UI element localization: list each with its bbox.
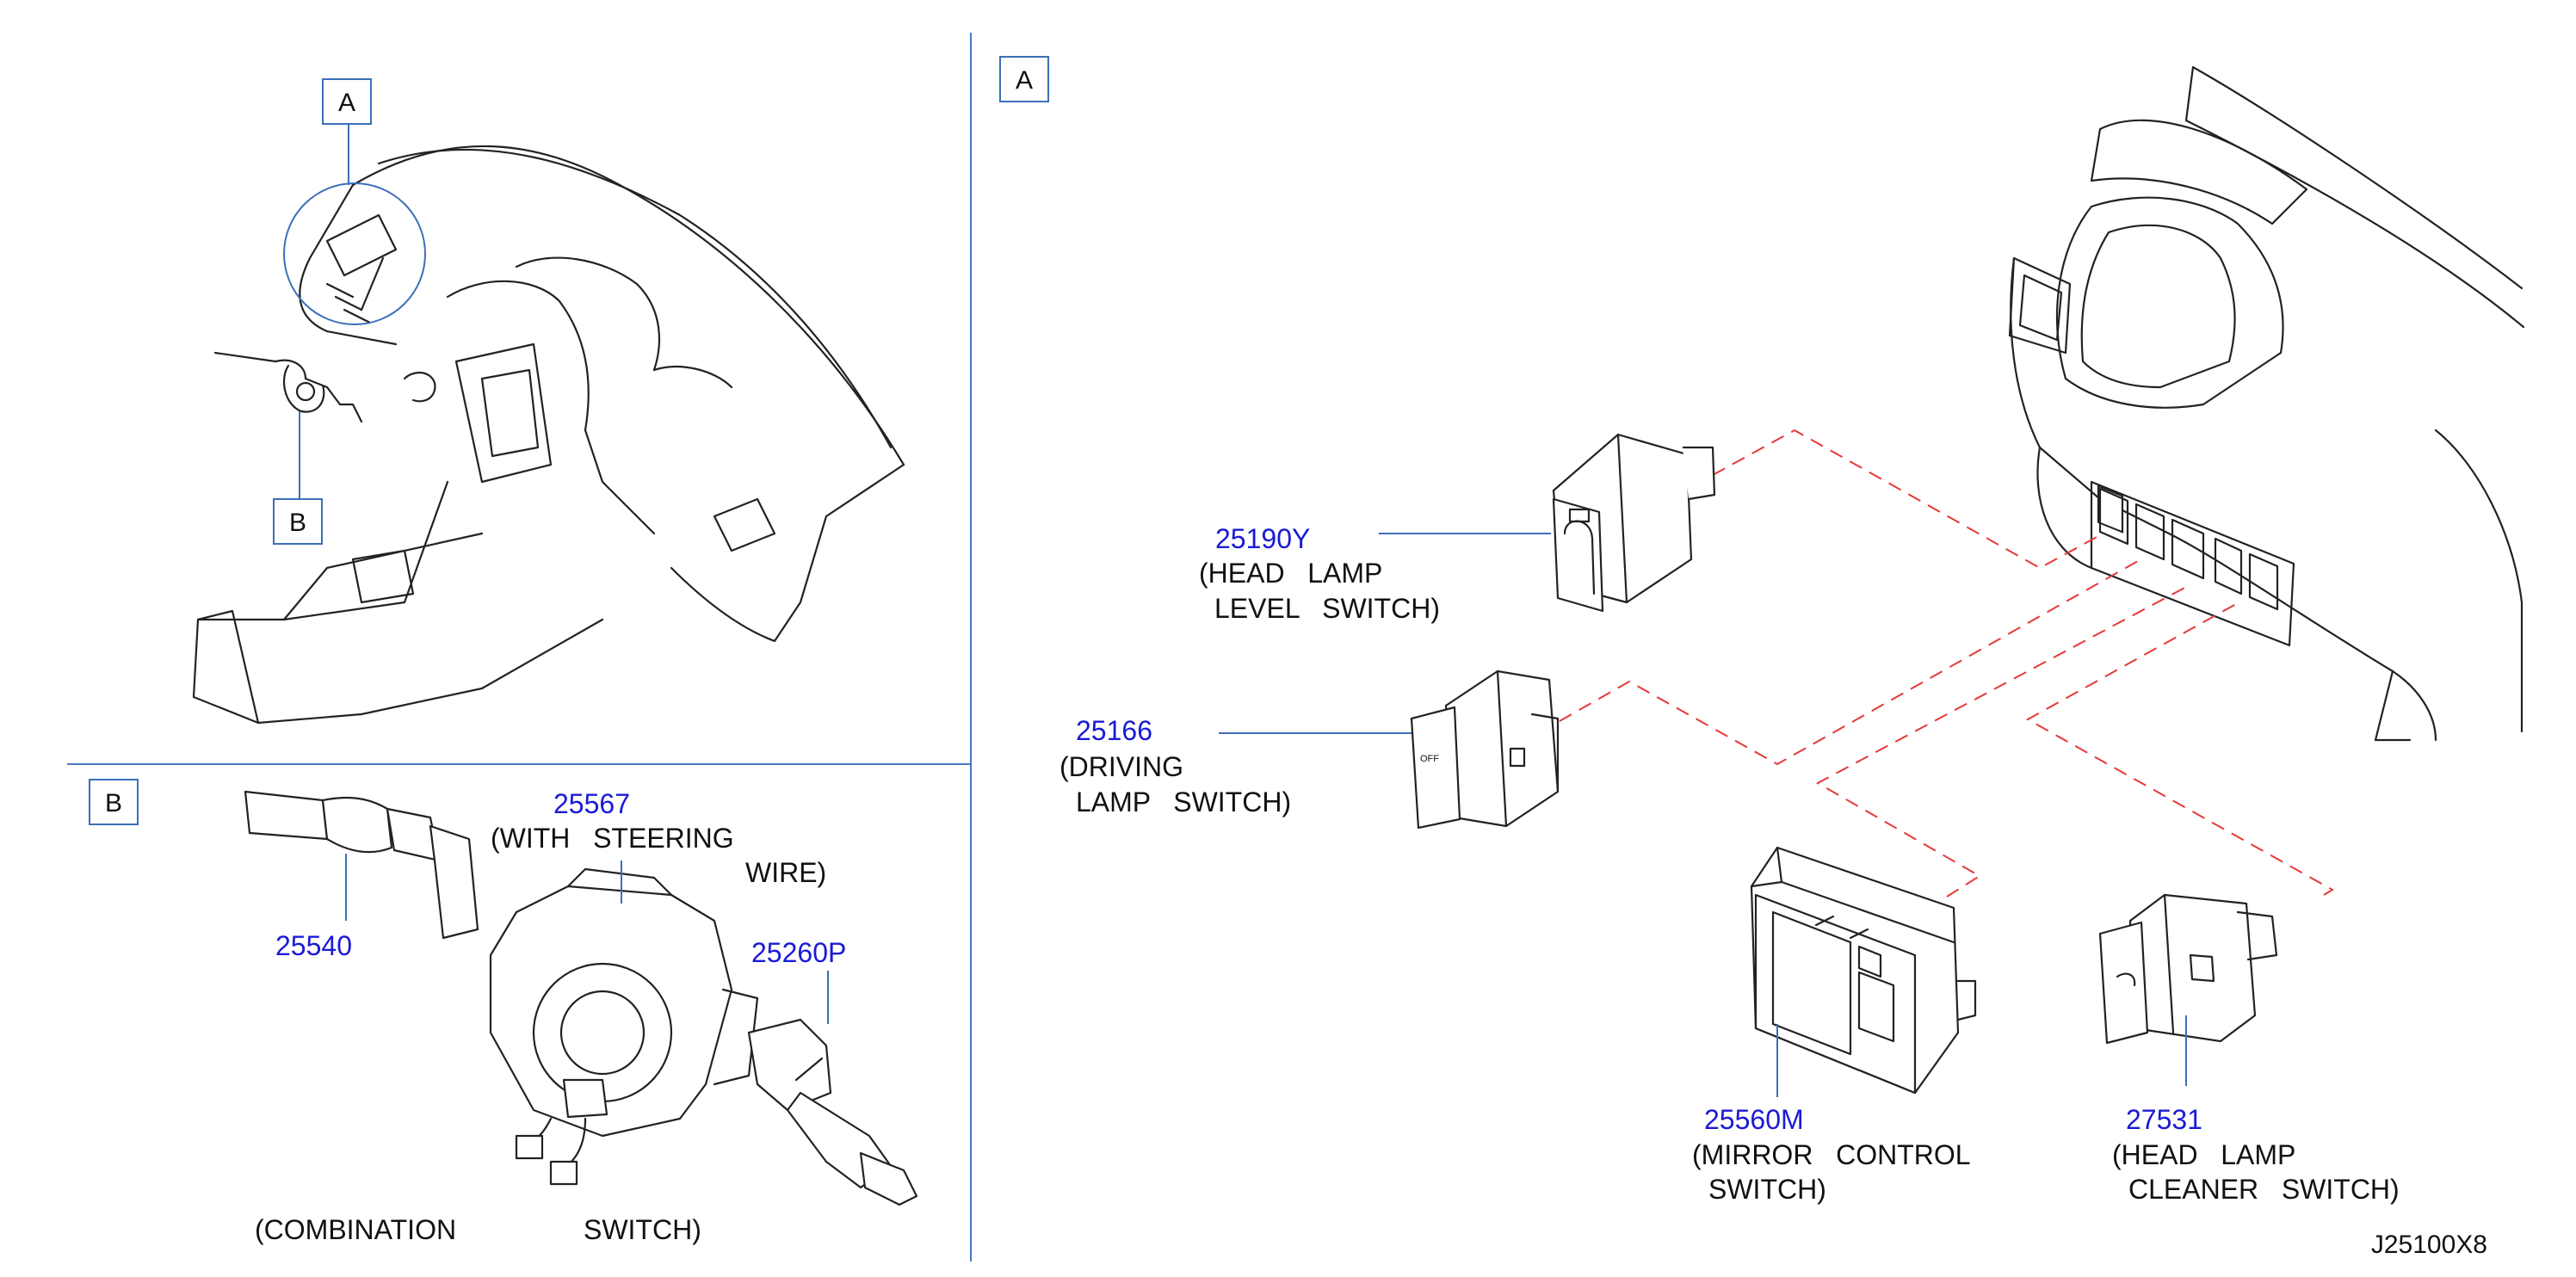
detail-a-box [999,56,1049,102]
link-27531 [2025,603,2334,896]
overview-b-box [273,498,323,545]
p27531-desc-line2: CLEANER SWITCH) [2128,1174,2400,1205]
p25190Y-number: 25190Y [1215,523,1310,554]
p25540-number: 25540 [275,930,352,961]
wiper-switch-lever-illustration [747,1018,918,1206]
p25560M-desc-line2: SWITCH) [1708,1174,1826,1205]
p27531-desc-line1: (HEAD LAMP [2112,1139,2295,1170]
link-25560M [1815,584,2190,898]
link-25166 [1559,560,2139,766]
p25190Y-desc-line1: (HEAD LAMP [1199,558,1382,589]
p27531-number: 27531 [2126,1104,2202,1135]
detail-b-box [89,779,139,825]
p25567-desc-line1: (WITH STEERING [491,823,734,854]
spiral-cable-illustration [489,867,759,1186]
diagram-code: J25100X8 [2371,1231,2487,1259]
detail-b-label: B [105,789,122,817]
detail-circle-a [283,182,426,325]
combination-switch-caption-2: SWITCH) [584,1214,701,1245]
overview-a-box [322,78,372,125]
p25166-desc-line2: LAMP SWITCH) [1076,787,1291,817]
p25190Y-desc-line2: LEVEL SWITCH) [1214,593,1440,624]
p25567-desc-line2: WIRE) [745,857,826,888]
head-lamp-cleaner-switch-illustration [2098,893,2278,1045]
p25166-number: 25166 [1076,715,1152,746]
p25260P-number: 25260P [751,937,846,968]
p25567-number: 25567 [553,788,630,819]
instrument-panel-illustration [2008,65,2525,742]
link-25190Y [1712,429,2101,570]
driving-lamp-off-marking: OFF [1420,754,1439,764]
p25166-desc-line1: (DRIVING [1059,751,1183,782]
lighting-switch-lever-illustration [244,790,479,940]
driving-lamp-switch-illustration [1410,669,1560,830]
head-lamp-level-switch-illustration [1552,433,1716,613]
mirror-control-switch-illustration [1750,846,1977,1095]
detail-a-label: A [1016,66,1033,95]
overview-b-label: B [289,509,306,537]
p25560M-desc-line1: (MIRROR CONTROL [1692,1139,1971,1170]
combination-switch-caption-1: (COMBINATION [255,1214,456,1245]
p25560M-number: 25560M [1704,1104,1804,1135]
overview-a-label: A [338,89,355,117]
dashboard-overview-illustration [192,145,905,725]
